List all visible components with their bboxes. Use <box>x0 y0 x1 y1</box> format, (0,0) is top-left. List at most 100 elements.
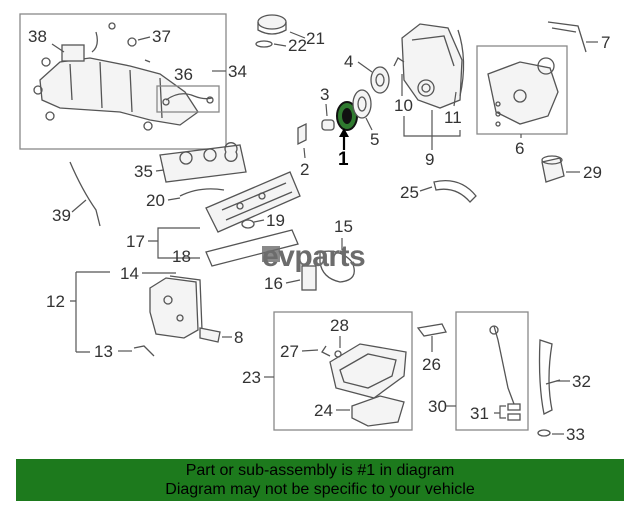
callout-23: 23 <box>242 368 261 387</box>
callout-19: 19 <box>266 211 285 230</box>
oil-filler-cap <box>257 14 287 30</box>
water-pump-group: 6 <box>476 45 568 158</box>
callout-14: 14 <box>120 264 139 283</box>
watermark-text: evparts <box>262 240 365 273</box>
hose-kit-box <box>156 85 220 113</box>
callout-10: 10 <box>394 96 413 115</box>
cover-gasket-18 <box>205 229 299 267</box>
case-gasket <box>169 275 203 331</box>
banner-line-1: Part or sub-assembly is #1 in diagram <box>185 462 455 479</box>
baffle-26 <box>416 323 447 337</box>
oil-pan-upper <box>329 343 407 399</box>
gasket-7-group: 7 <box>547 21 610 53</box>
callout-15: 15 <box>334 217 353 236</box>
tube-32-group: 32 33 <box>537 339 591 444</box>
intake-manifold-group: 38 37 36 34 <box>19 13 247 150</box>
washer-3 <box>321 119 335 131</box>
cover-gasket-35 <box>159 144 247 183</box>
belt-15 <box>319 250 355 283</box>
seal-33 <box>537 429 551 437</box>
bolt-8-group: 8 <box>199 327 243 347</box>
callout-34: 34 <box>228 62 247 81</box>
callout-39: 39 <box>52 206 71 225</box>
callout-6: 6 <box>515 139 524 158</box>
bracket-16 <box>301 265 317 291</box>
seal-31a <box>507 403 521 411</box>
callout-7: 7 <box>601 33 610 52</box>
timing-cover-bracket <box>393 57 405 67</box>
throttle-body <box>61 44 85 62</box>
bolt-2 <box>297 122 307 146</box>
notice-banner: Part or sub-assembly is #1 in diagram Di… <box>16 459 624 501</box>
callout-24: 24 <box>314 401 333 420</box>
callout-38: 38 <box>28 27 47 46</box>
callout-31: 31 <box>470 404 489 423</box>
callout-8: 8 <box>234 328 243 347</box>
callout-27: 27 <box>280 342 299 361</box>
case-cover-group: 14 12 13 <box>46 264 203 361</box>
callout-9: 9 <box>425 150 434 169</box>
callout-29: 29 <box>583 163 602 182</box>
seal-31b <box>507 413 521 421</box>
tube-32 <box>538 339 553 415</box>
callout-22: 22 <box>288 36 307 55</box>
bolt-13 <box>133 345 155 357</box>
baffle-26-group: 26 <box>416 323 447 374</box>
intake-manifold-box <box>19 13 227 150</box>
callout-4: 4 <box>344 52 353 71</box>
callout-25: 25 <box>400 183 419 202</box>
valve-cover <box>205 171 301 233</box>
callout-20: 20 <box>146 191 165 210</box>
coolant-pipe-25 <box>433 179 477 203</box>
crankshaft-seal-group: 1 <box>336 101 358 170</box>
timing-cover-group: 10 11 9 <box>393 23 465 169</box>
intake-manifold-body <box>39 57 199 126</box>
callout-11: 11 <box>444 108 462 127</box>
water-pump-box <box>476 45 568 135</box>
callout-13: 13 <box>94 342 113 361</box>
callout-37: 37 <box>152 27 171 46</box>
exploded-parts-diagram: 38 37 36 34 21 22 35 20 19 17 18 <box>19 13 610 444</box>
callout-16: 16 <box>264 274 283 293</box>
callout-3: 3 <box>320 85 329 104</box>
case-cover-14 <box>149 277 199 339</box>
bolt-washer-group: 2 3 <box>297 85 335 179</box>
valve-cover-group: 35 20 19 17 18 <box>126 142 301 267</box>
oil-pan-box <box>273 311 413 431</box>
gear-5 <box>352 89 372 119</box>
callout-12: 12 <box>46 292 65 311</box>
sprocket-4 <box>370 66 390 94</box>
oil-filler-cap-group: 21 22 <box>255 14 325 55</box>
timing-cover-seal <box>457 29 465 97</box>
callout-36: 36 <box>174 65 193 84</box>
pipe-25-group: 25 <box>400 179 477 203</box>
dipstick-group: 39 <box>52 161 101 227</box>
callout-1: 1 <box>338 149 349 170</box>
callout-2: 2 <box>300 160 309 179</box>
callout-21: 21 <box>306 29 325 48</box>
water-pump-housing <box>487 61 559 125</box>
dipstick-box-group: 31 30 <box>428 311 529 431</box>
callout-17: 17 <box>126 232 145 251</box>
callout-28: 28 <box>330 316 349 335</box>
gasket-28 <box>334 350 342 358</box>
seal-19 <box>241 219 255 229</box>
filler-cap-gasket <box>255 40 273 48</box>
callout-26: 26 <box>422 355 441 374</box>
belt-group: 15 16 <box>264 217 355 293</box>
thermostat-group: 29 <box>541 155 602 183</box>
oil-pan-group: 28 27 23 24 <box>242 311 413 431</box>
oil-pan-lower-24 <box>351 395 405 427</box>
callout-18: 18 <box>172 247 191 266</box>
breather-hose <box>179 188 225 197</box>
callout-33: 33 <box>566 425 585 444</box>
dipstick-tube <box>493 325 515 405</box>
callout-30: 30 <box>428 397 447 416</box>
dipstick-box <box>455 311 529 431</box>
dipstick <box>69 161 101 227</box>
callout-32: 32 <box>572 372 591 391</box>
sprocket-group: 4 5 <box>344 52 390 149</box>
drain-plug-27 <box>321 345 331 357</box>
banner-line-2: Diagram may not be specific to your vehi… <box>165 481 475 498</box>
callout-5: 5 <box>370 130 379 149</box>
